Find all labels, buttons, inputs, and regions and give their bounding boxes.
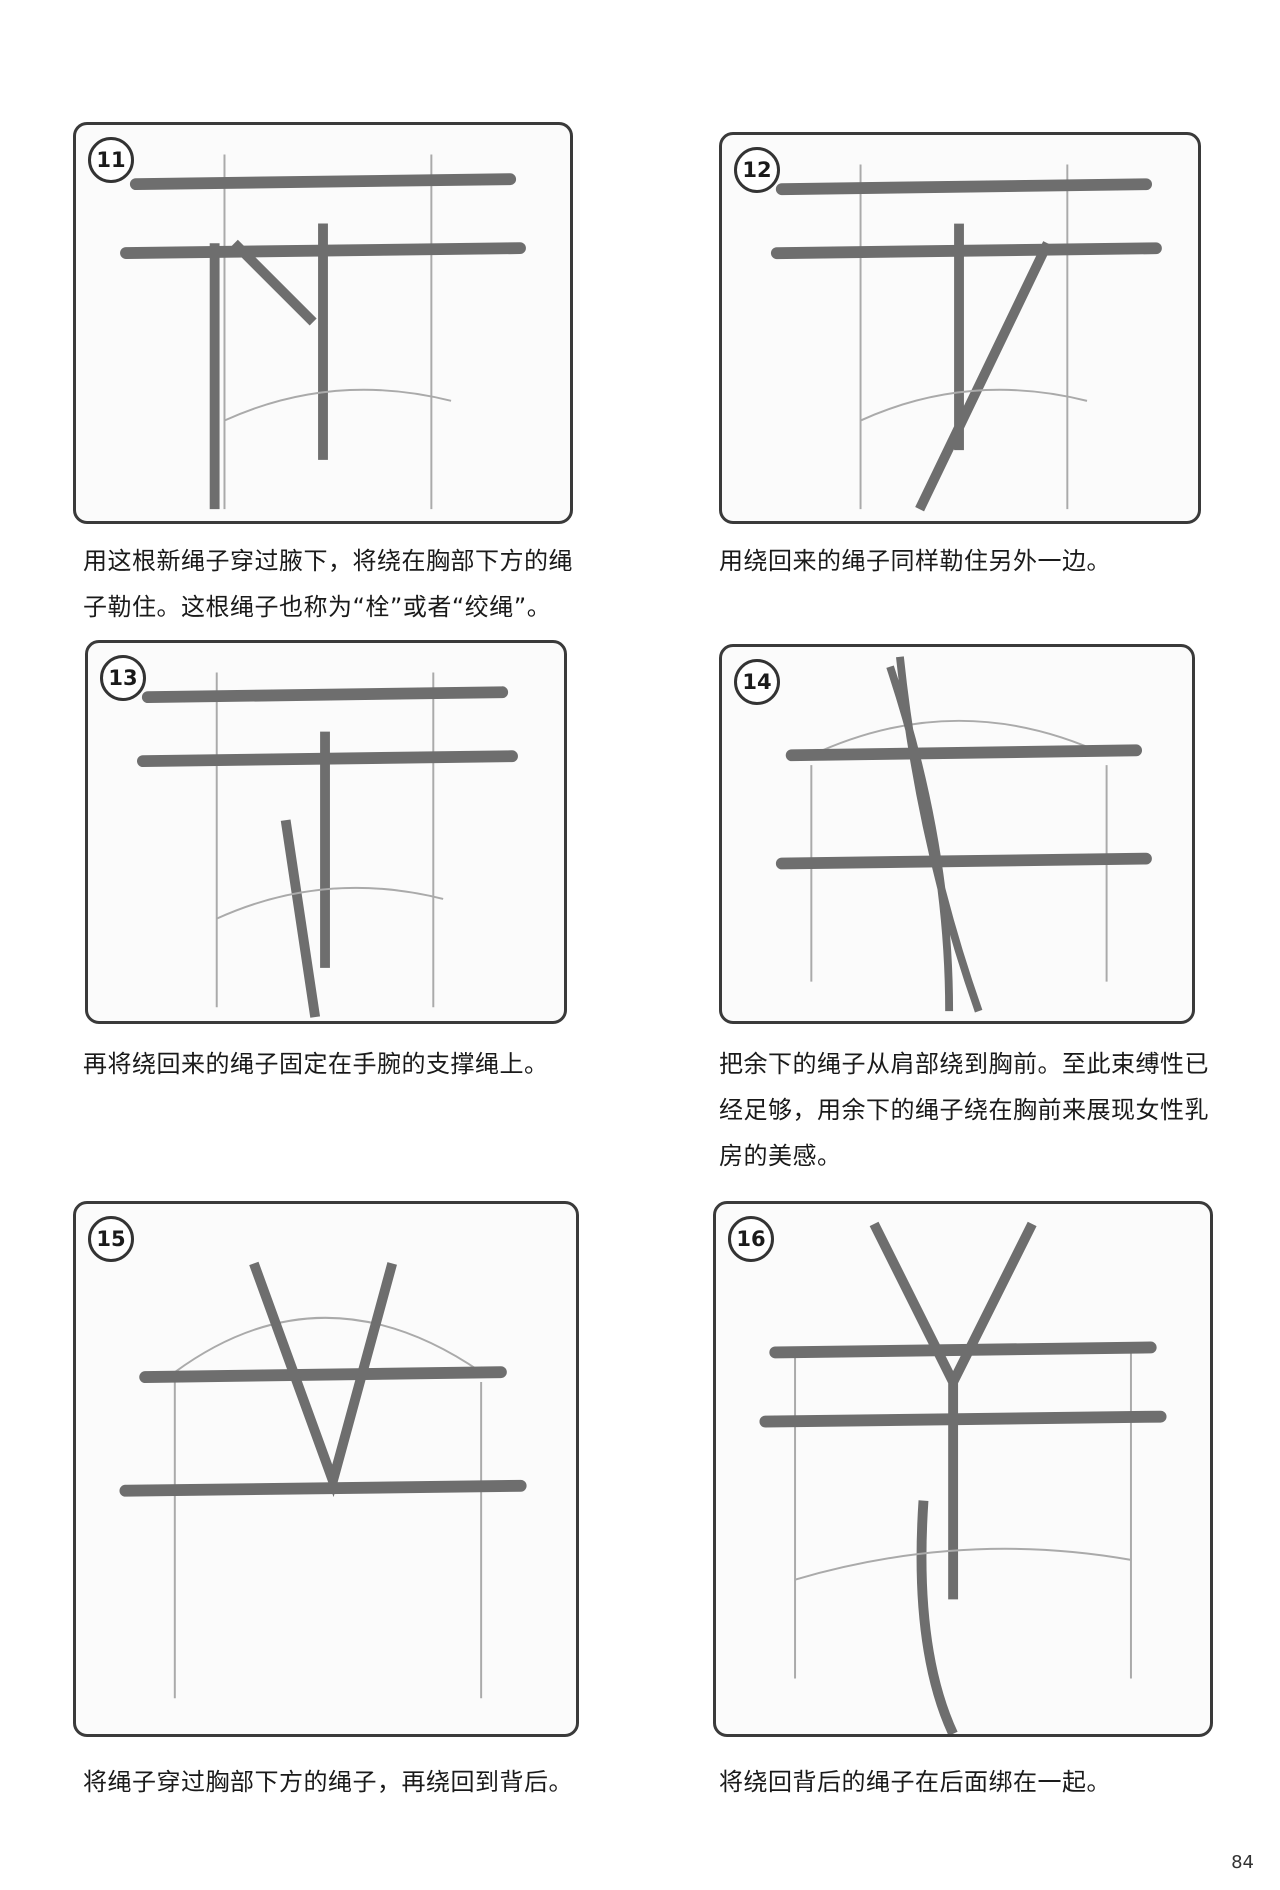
caption-line: 子勒住。这根绳子也称为“栓”或者“绞绳”。 [83, 593, 552, 621]
illustration-step-16: 16 [713, 1201, 1213, 1737]
caption-line: 再将绕回来的绳子固定在手腕的支撑绳上。 [83, 1050, 549, 1078]
page-number: 84 [1231, 1852, 1254, 1873]
rope-diagram [775, 656, 1152, 1013]
step-number-badge: 12 [734, 147, 780, 193]
rope-diagram [119, 1261, 527, 1699]
caption-step-16: 将绕回背后的绳子在后面绑在一起。 [719, 1759, 1111, 1805]
caption-step-11: 用这根新绳子穿过腋下，将绕在胸部下方的绳 子勒住。这根绳子也称为“栓”或者“绞绳… [83, 538, 573, 630]
illustration-step-15: 15 [73, 1201, 579, 1737]
step-number-badge: 14 [734, 659, 780, 705]
illustration-step-13: 13 [85, 640, 567, 1024]
caption-line: 把余下的绳子从肩部绕到胸前。至此束缚性已 [719, 1050, 1209, 1078]
rope-diagram [137, 672, 518, 1018]
caption-line: 将绳子穿过胸部下方的绳子，再绕回到背后。 [83, 1768, 573, 1796]
caption-step-12: 用绕回来的绳子同样勒住另外一边。 [719, 538, 1111, 584]
caption-line: 用绕回来的绳子同样勒住另外一边。 [719, 547, 1111, 575]
step-number-badge: 15 [88, 1216, 134, 1262]
step-number-badge: 16 [728, 1216, 774, 1262]
caption-line: 经足够，用余下的绳子绕在胸前来展现女性乳 [719, 1096, 1209, 1124]
rope-diagram [770, 164, 1162, 512]
caption-step-14: 把余下的绳子从肩部绕到胸前。至此束缚性已 经足够，用余下的绳子绕在胸前来展现女性… [719, 1041, 1209, 1179]
caption-step-15: 将绳子穿过胸部下方的绳子，再绕回到背后。 [83, 1759, 573, 1805]
caption-line: 房的美感。 [719, 1142, 842, 1170]
caption-step-13: 再将绕回来的绳子固定在手腕的支撑绳上。 [83, 1041, 549, 1087]
caption-line: 用这根新绳子穿过腋下，将绕在胸部下方的绳 [83, 547, 573, 575]
caption-line: 将绕回背后的绳子在后面绑在一起。 [719, 1768, 1111, 1796]
illustration-step-14: 14 [719, 644, 1195, 1024]
illustration-step-11: 11 [73, 122, 573, 524]
step-number-badge: 13 [100, 655, 146, 701]
illustration-step-12: 12 [719, 132, 1201, 524]
rope-diagram [120, 154, 526, 510]
step-number-badge: 11 [88, 137, 134, 183]
rope-diagram [759, 1221, 1167, 1734]
